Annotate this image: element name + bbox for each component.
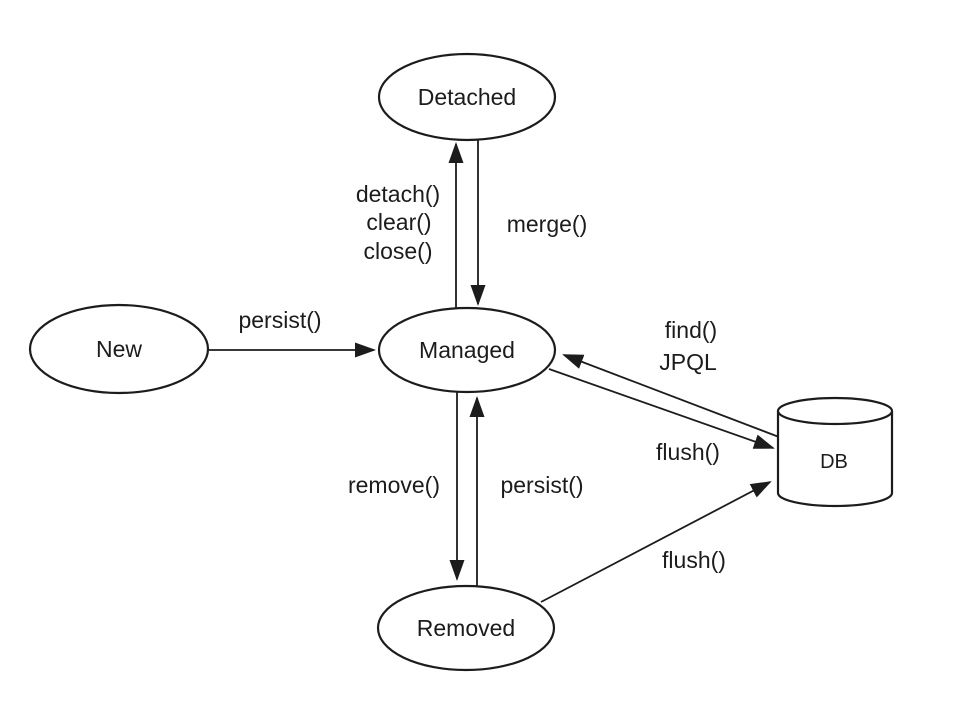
edge-db-to-managed <box>562 354 780 438</box>
node-removed-shape <box>376 584 556 672</box>
label-flush-bottom: flush() <box>662 547 726 573</box>
label-clear: clear() <box>366 209 431 235</box>
label-find: find() <box>665 317 717 343</box>
node-detached-label: Detached <box>418 84 516 110</box>
node-db: DB <box>776 396 894 508</box>
node-new-label: New <box>96 336 142 362</box>
node-managed-label: Managed <box>419 337 515 363</box>
node-managed-shape <box>377 306 557 394</box>
node-detached: Detached <box>377 52 557 142</box>
label-remove: remove() <box>348 472 440 498</box>
label-flush-middle: flush() <box>656 439 720 465</box>
node-new: New <box>28 303 210 395</box>
node-removed-label: Removed <box>417 615 515 641</box>
label-detach: detach() <box>356 181 440 207</box>
node-new-shape <box>28 303 210 395</box>
node-db-label: DB <box>820 451 848 473</box>
node-removed: Removed <box>376 584 556 672</box>
node-detached-shape <box>377 52 557 142</box>
label-persist-bottom: persist() <box>500 472 583 498</box>
node-managed: Managed <box>377 306 557 394</box>
edge-managed-to-db <box>548 368 775 449</box>
label-jpql: JPQL <box>659 349 717 375</box>
label-persist-top: persist() <box>238 307 321 333</box>
label-merge: merge() <box>507 211 588 237</box>
label-close: close() <box>363 238 432 264</box>
database-cylinder-icon <box>776 411 894 508</box>
edge-removed-to-db <box>540 481 772 603</box>
database-cylinder-top-icon <box>776 396 894 426</box>
